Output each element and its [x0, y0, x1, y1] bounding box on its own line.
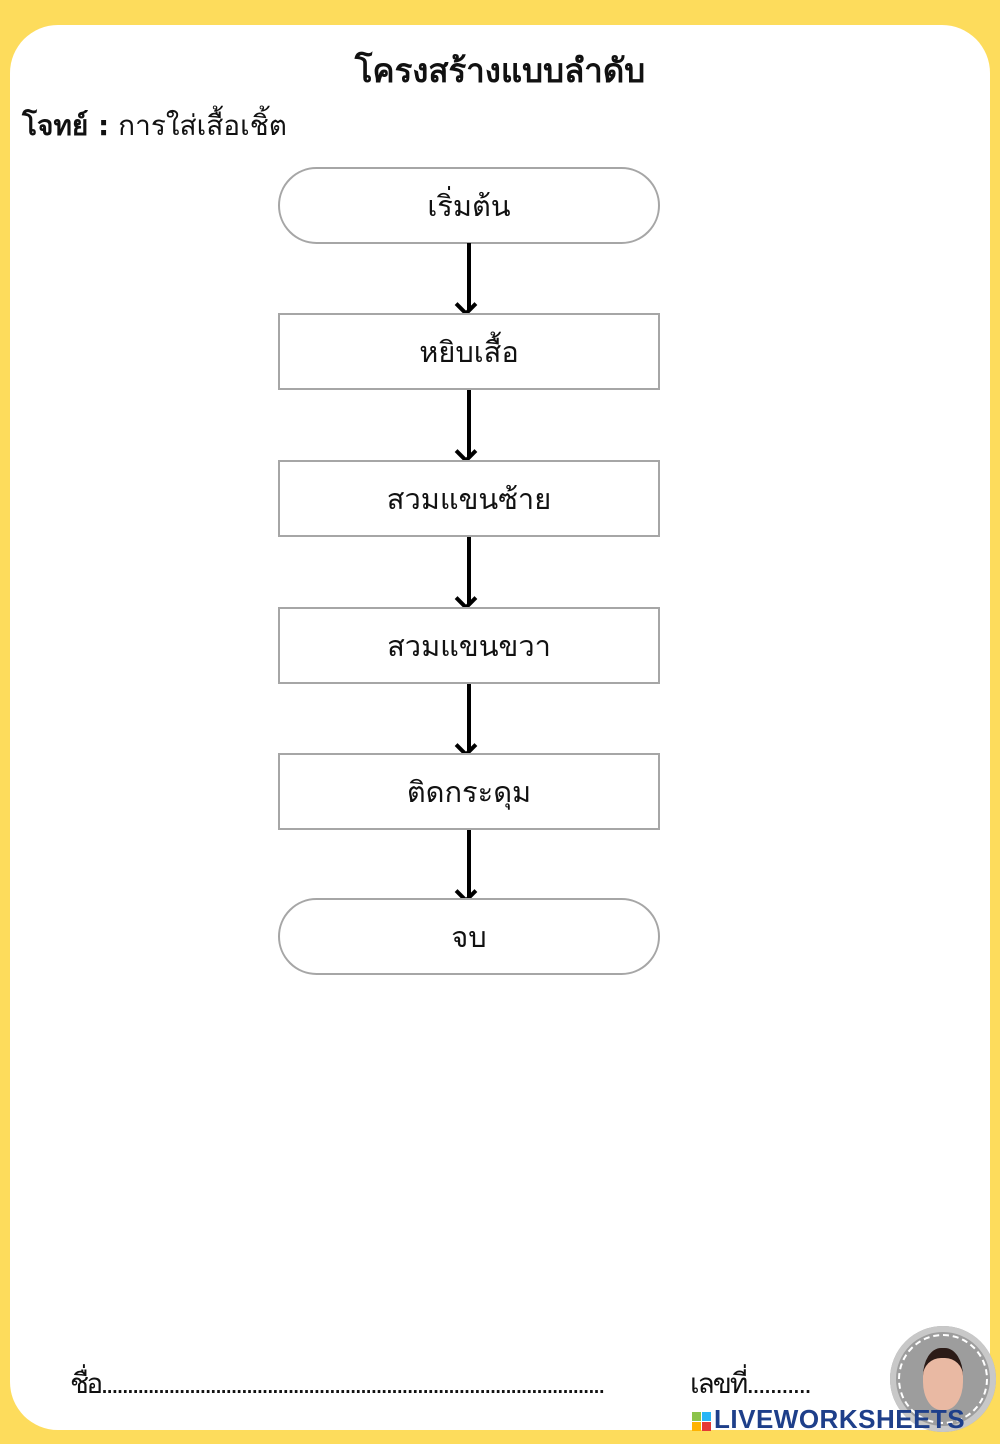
author-avatar: [890, 1326, 996, 1432]
logo-icon: [692, 1411, 711, 1431]
flow-step: สวมแขนขวา: [278, 607, 660, 684]
flow-arrow: [467, 243, 471, 311]
flow-arrow: [467, 684, 471, 752]
flow-step: หยิบเสื้อ: [278, 313, 660, 390]
task-label: โจทย์ :: [22, 109, 110, 142]
worksheet-panel: [10, 25, 990, 1430]
name-field: ชื่อ....................................…: [70, 1368, 606, 1399]
flow-arrow: [467, 390, 471, 458]
flow-end: จบ: [278, 898, 660, 975]
avatar-face: [923, 1348, 963, 1410]
flow-start: เริ่มต้น: [278, 167, 660, 244]
number-field: เลขที่...........: [690, 1368, 812, 1399]
flow-arrow: [467, 537, 471, 605]
page-title: โครงสร้างแบบลำดับ: [354, 51, 646, 90]
flow-arrow: [467, 830, 471, 898]
flow-step: สวมแขนซ้าย: [278, 460, 660, 537]
liveworksheets-logo: LIVEWORKSHEETS: [692, 1404, 965, 1435]
task-line: โจทย์ : การใส่เสื้อเชิ้ต: [22, 104, 287, 148]
task-value: การใส่เสื้อเชิ้ต: [118, 109, 287, 142]
brand-name: LIVEWORKSHEETS: [714, 1404, 966, 1434]
flow-step: ติดกระดุม: [278, 753, 660, 830]
